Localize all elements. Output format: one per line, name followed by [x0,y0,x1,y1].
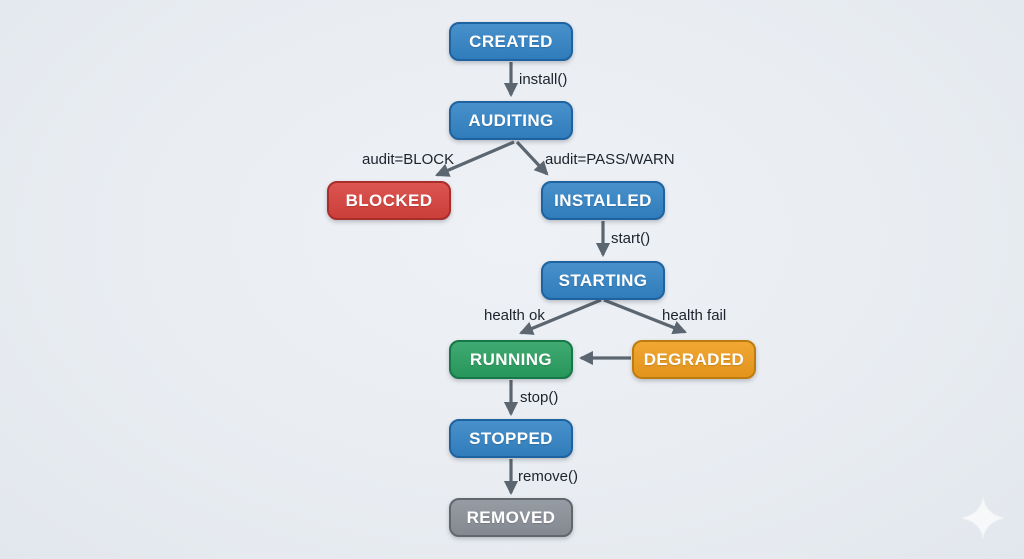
edge-label-stop: stop() [520,389,559,406]
edge-auditing-blocked [435,140,515,177]
node-degraded-label: DEGRADED [643,349,745,369]
edge-label-remove: remove() [518,468,579,485]
node-removed: REMOVED [449,498,573,537]
edge-label-install: install() [519,71,568,88]
edge-label-audit-block: audit=BLOCK [362,151,455,168]
node-blocked-label: BLOCKED [345,190,433,210]
node-auditing-label: AUDITING [468,110,554,130]
node-removed-label: REMOVED [466,507,556,527]
edge-label-start: start() [611,230,651,247]
edge-label-health-ok: health ok [484,307,545,324]
edge-starting-running [519,298,602,335]
edge-label-audit-pass: audit=PASS/WARN [545,151,675,168]
node-created-label: CREATED [469,31,553,51]
node-stopped-label: STOPPED [469,428,553,448]
node-degraded: DEGRADED [632,340,756,379]
node-auditing: AUDITING [449,101,573,140]
sparkle-icon [961,496,1005,540]
node-installed-label: INSTALLED [554,190,652,210]
edge-auditing-installed [515,140,549,176]
node-installed: INSTALLED [541,181,665,220]
edge-starting-degraded [603,298,687,335]
node-created: CREATED [449,22,573,61]
node-starting: STARTING [541,261,665,300]
edge-label-health-fail: health fail [662,307,727,324]
node-starting-label: STARTING [558,270,648,290]
node-running-label: RUNNING [469,349,553,369]
node-blocked: BLOCKED [327,181,451,220]
node-stopped: STOPPED [449,419,573,458]
node-running: RUNNING [449,340,573,379]
